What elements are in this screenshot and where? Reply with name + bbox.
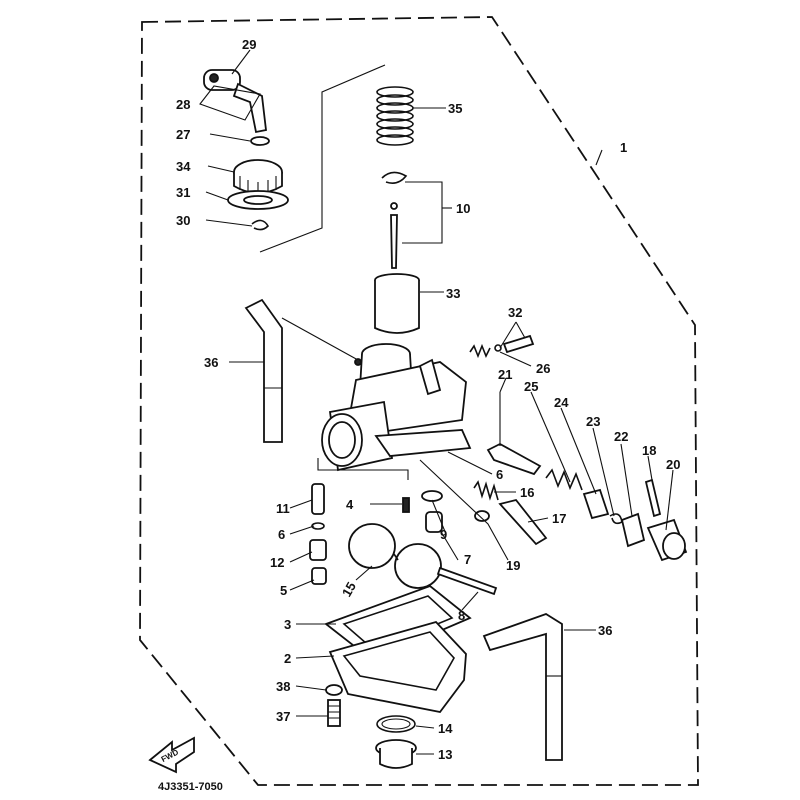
callout-32: 32 [508,305,522,320]
part-32-screw [502,334,535,354]
callout-38: 38 [276,679,290,694]
part-19-jet [474,510,490,522]
part-4-pin [402,497,410,513]
part-32-spring [469,343,491,359]
callout-20: 20 [666,457,680,472]
callouts: 1 2 3 4 5 6 6 7 8 9 10 11 12 13 14 15 16… [176,37,680,762]
part-35-spring [376,86,414,146]
callout-24: 24 [554,395,569,410]
callout-6-left: 6 [278,527,285,542]
part-6-oring-left [311,522,325,530]
callout-17: 17 [552,511,566,526]
part-36-hose-upper [244,298,283,443]
part-10-clip [381,171,408,184]
callout-34: 34 [176,159,191,174]
part-16-spring [473,480,499,501]
part-14-oring-inner [381,718,411,730]
callout-10: 10 [456,201,470,216]
callout-30: 30 [176,213,190,228]
part-2-float-bowl [328,620,467,713]
part-36-hose-lower [482,613,563,761]
part-29-cap [203,69,241,91]
part-9-washer [421,490,443,502]
part-17-screw [498,498,548,546]
callout-27: 27 [176,127,190,142]
callout-13: 13 [438,747,452,762]
part-38-washer [325,684,343,696]
part-21-screw [486,442,542,476]
callout-21: 21 [498,367,512,382]
callout-4: 4 [346,497,354,512]
top-group-bracket [259,64,386,253]
part-10-needle [390,214,398,269]
part-22-cap [620,512,646,548]
callout-14: 14 [438,721,453,736]
part-34-top-cap [233,159,283,196]
callout-5: 5 [280,583,287,598]
part-20-cap [646,518,688,562]
callout-28: 28 [176,97,190,112]
part-18-pin [644,478,662,518]
carb-body [321,343,472,472]
part-10-ring [390,202,398,210]
callout-23: 23 [586,414,600,429]
callout-37: 37 [276,709,290,724]
callout-33: 33 [446,286,460,301]
callout-3: 3 [284,617,291,632]
callout-18: 18 [642,443,656,458]
callout-6-right: 6 [496,467,503,482]
callout-19: 19 [506,558,520,573]
part-28-elbow [232,82,267,134]
part-33-throttle-valve [374,273,420,334]
part-23-clip [609,513,623,525]
part-5-jet [311,567,327,585]
part-26-oring [494,344,502,352]
callout-1: 1 [620,140,627,155]
part-31-gasket [227,190,289,210]
part-25-spring [545,468,583,491]
callout-36-lower: 36 [598,623,612,638]
part-37-screw [327,699,341,727]
hose-lead [281,317,359,361]
part-12-jet [309,539,327,561]
callout-7: 7 [464,552,471,567]
part-14-oring [376,715,416,733]
callout-11: 11 [276,501,290,516]
part-11-nozzle [311,483,325,515]
part-8-pin [436,566,498,596]
callout-12: 12 [270,555,284,570]
bracket-10 [402,181,443,244]
callout-9: 9 [440,527,447,542]
fwd-arrow-icon: FWD [148,736,195,774]
part-30-clip [251,219,270,231]
part-7-jet [425,511,443,533]
callout-22: 22 [614,429,628,444]
callout-26: 26 [536,361,550,376]
callout-29: 29 [242,37,256,52]
part-15-float [348,523,442,589]
callout-31: 31 [176,185,190,200]
callout-35: 35 [448,101,462,116]
part-24-nut [582,488,610,520]
drawing-code: 4J3351-7050 [158,781,223,793]
callout-8: 8 [458,608,465,623]
callout-16: 16 [520,485,534,500]
callout-2: 2 [284,651,291,666]
leader-lines [199,49,674,755]
part-27-washer [250,136,270,146]
callout-15: 15 [339,579,359,599]
part-13-plug [375,739,417,769]
callout-36-upper: 36 [204,355,218,370]
bracket-11 [317,458,409,480]
callout-25: 25 [524,379,538,394]
assembly-boundary [139,16,699,786]
